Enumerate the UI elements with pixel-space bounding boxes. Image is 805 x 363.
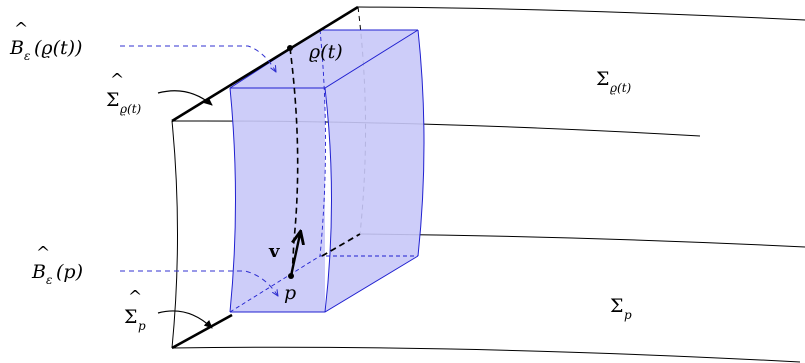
label-sigma-hat-rho-t: ^ Σ ϱ(t) <box>106 70 142 116</box>
curve-rho-lower <box>321 233 361 257</box>
sigma-subscript: p <box>624 308 632 322</box>
sigma-symbol: Σ <box>610 295 623 317</box>
sigma-subscript: ϱ(t) <box>610 81 632 95</box>
ball-symbol: B <box>31 261 46 283</box>
label-point-rho-t: ϱ(t) <box>309 41 343 63</box>
ball-symbol: B <box>9 37 24 59</box>
ball-argument: (p) <box>56 261 83 283</box>
sigma-symbol: Σ <box>596 68 609 90</box>
pointer-arrow-sigma-hat-top <box>157 90 213 106</box>
label-sigma-hat-p: ^ Σ p <box>124 287 146 333</box>
point-p <box>288 273 294 279</box>
label-point-p: p <box>284 282 296 304</box>
pointer-arrow-sigma-hat-bottom <box>157 310 213 329</box>
sigma-symbol: Σ <box>124 306 137 328</box>
pointer-arrow-ball-bottom <box>120 270 278 296</box>
ball-radius-subscript: ε <box>24 49 30 63</box>
label-ball-rho-t: ^ B ε (ϱ(t)) <box>9 19 82 63</box>
hat-mark: ^ <box>128 287 142 307</box>
sigma-subscript: p <box>138 319 146 333</box>
hat-mark: ^ <box>110 70 124 90</box>
slice-edge-top <box>171 5 359 123</box>
label-vector-v: v <box>268 241 280 262</box>
sigma-symbol: Σ <box>106 89 119 111</box>
vector-v <box>289 234 300 277</box>
label-ball-p: ^ B ε (p) <box>31 243 83 287</box>
ball-argument: (ϱ(t)) <box>34 37 82 59</box>
point-rho-t <box>287 45 293 51</box>
sigma-subscript: ϱ(t) <box>120 102 142 116</box>
hat-mark: ^ <box>36 243 50 263</box>
label-sigma-p: Σ p <box>610 295 632 322</box>
ball-radius-subscript: ε <box>46 273 52 287</box>
neighbourhood-box <box>229 29 425 313</box>
slice-edge-bottom <box>171 313 233 350</box>
hat-mark: ^ <box>14 19 28 39</box>
label-sigma-rho-t: Σ ϱ(t) <box>596 68 632 95</box>
pointer-arrow-ball-top <box>120 45 276 72</box>
